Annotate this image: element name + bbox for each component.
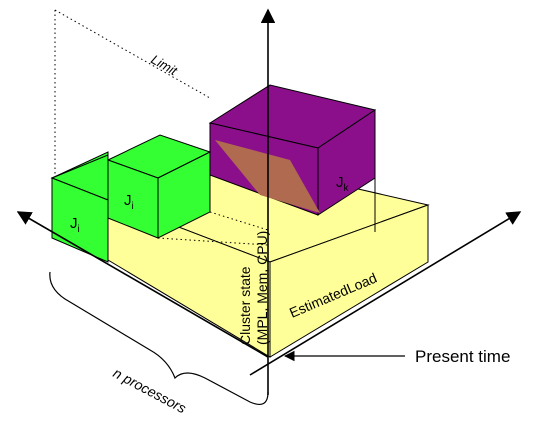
n-processors-label: n processors	[111, 365, 189, 417]
job-i-left-front	[51, 177, 109, 263]
limit-label: Limit	[149, 52, 181, 79]
present-time-label: Present time	[415, 347, 510, 366]
job-i-middle-label: Ji	[124, 192, 134, 212]
right-axis	[249, 211, 522, 376]
axes	[16, 8, 522, 395]
job-k-label: Jk	[336, 174, 350, 194]
job-k-block	[208, 84, 377, 232]
cluster-state-line1: Cluster state	[237, 266, 253, 345]
left-axis	[16, 211, 269, 358]
job-i-left-block	[50, 151, 109, 263]
cluster-state-line2: (MPL, Mem, CPU)	[254, 231, 270, 345]
guide-lines	[157, 211, 269, 246]
job-i-left-label: Ji	[70, 215, 80, 235]
job-i-middle-block	[106, 134, 212, 239]
cluster-state-label: Cluster state (MPL, Mem, CPU)	[237, 231, 270, 345]
n-processors-brace	[49, 271, 269, 405]
